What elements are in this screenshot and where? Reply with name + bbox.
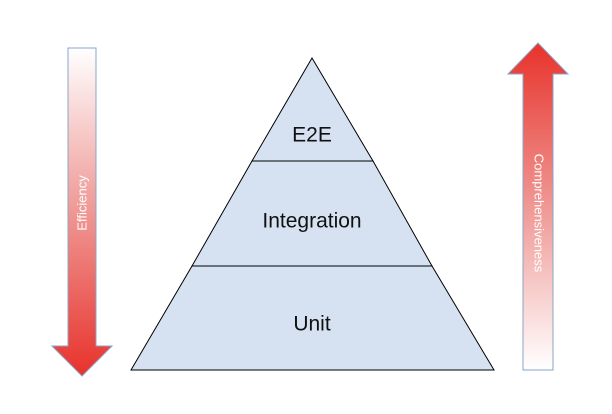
pyramid-tier-e2e bbox=[251, 57, 374, 162]
comprehensiveness-label: Comprehensiveness bbox=[532, 154, 547, 273]
tier-label-e2e: E2E bbox=[292, 124, 332, 147]
tier-label-unit: Unit bbox=[293, 313, 331, 336]
arrow-down-icon bbox=[50, 47, 114, 377]
tier-label-integration: Integration bbox=[262, 210, 361, 233]
arrow-up-icon bbox=[506, 42, 570, 371]
pyramid: E2E Integration Unit bbox=[130, 57, 495, 371]
efficiency-arrow: Efficiency bbox=[50, 47, 114, 377]
efficiency-label: Efficiency bbox=[74, 175, 89, 231]
comprehensiveness-arrow: Comprehensiveness bbox=[506, 42, 570, 371]
